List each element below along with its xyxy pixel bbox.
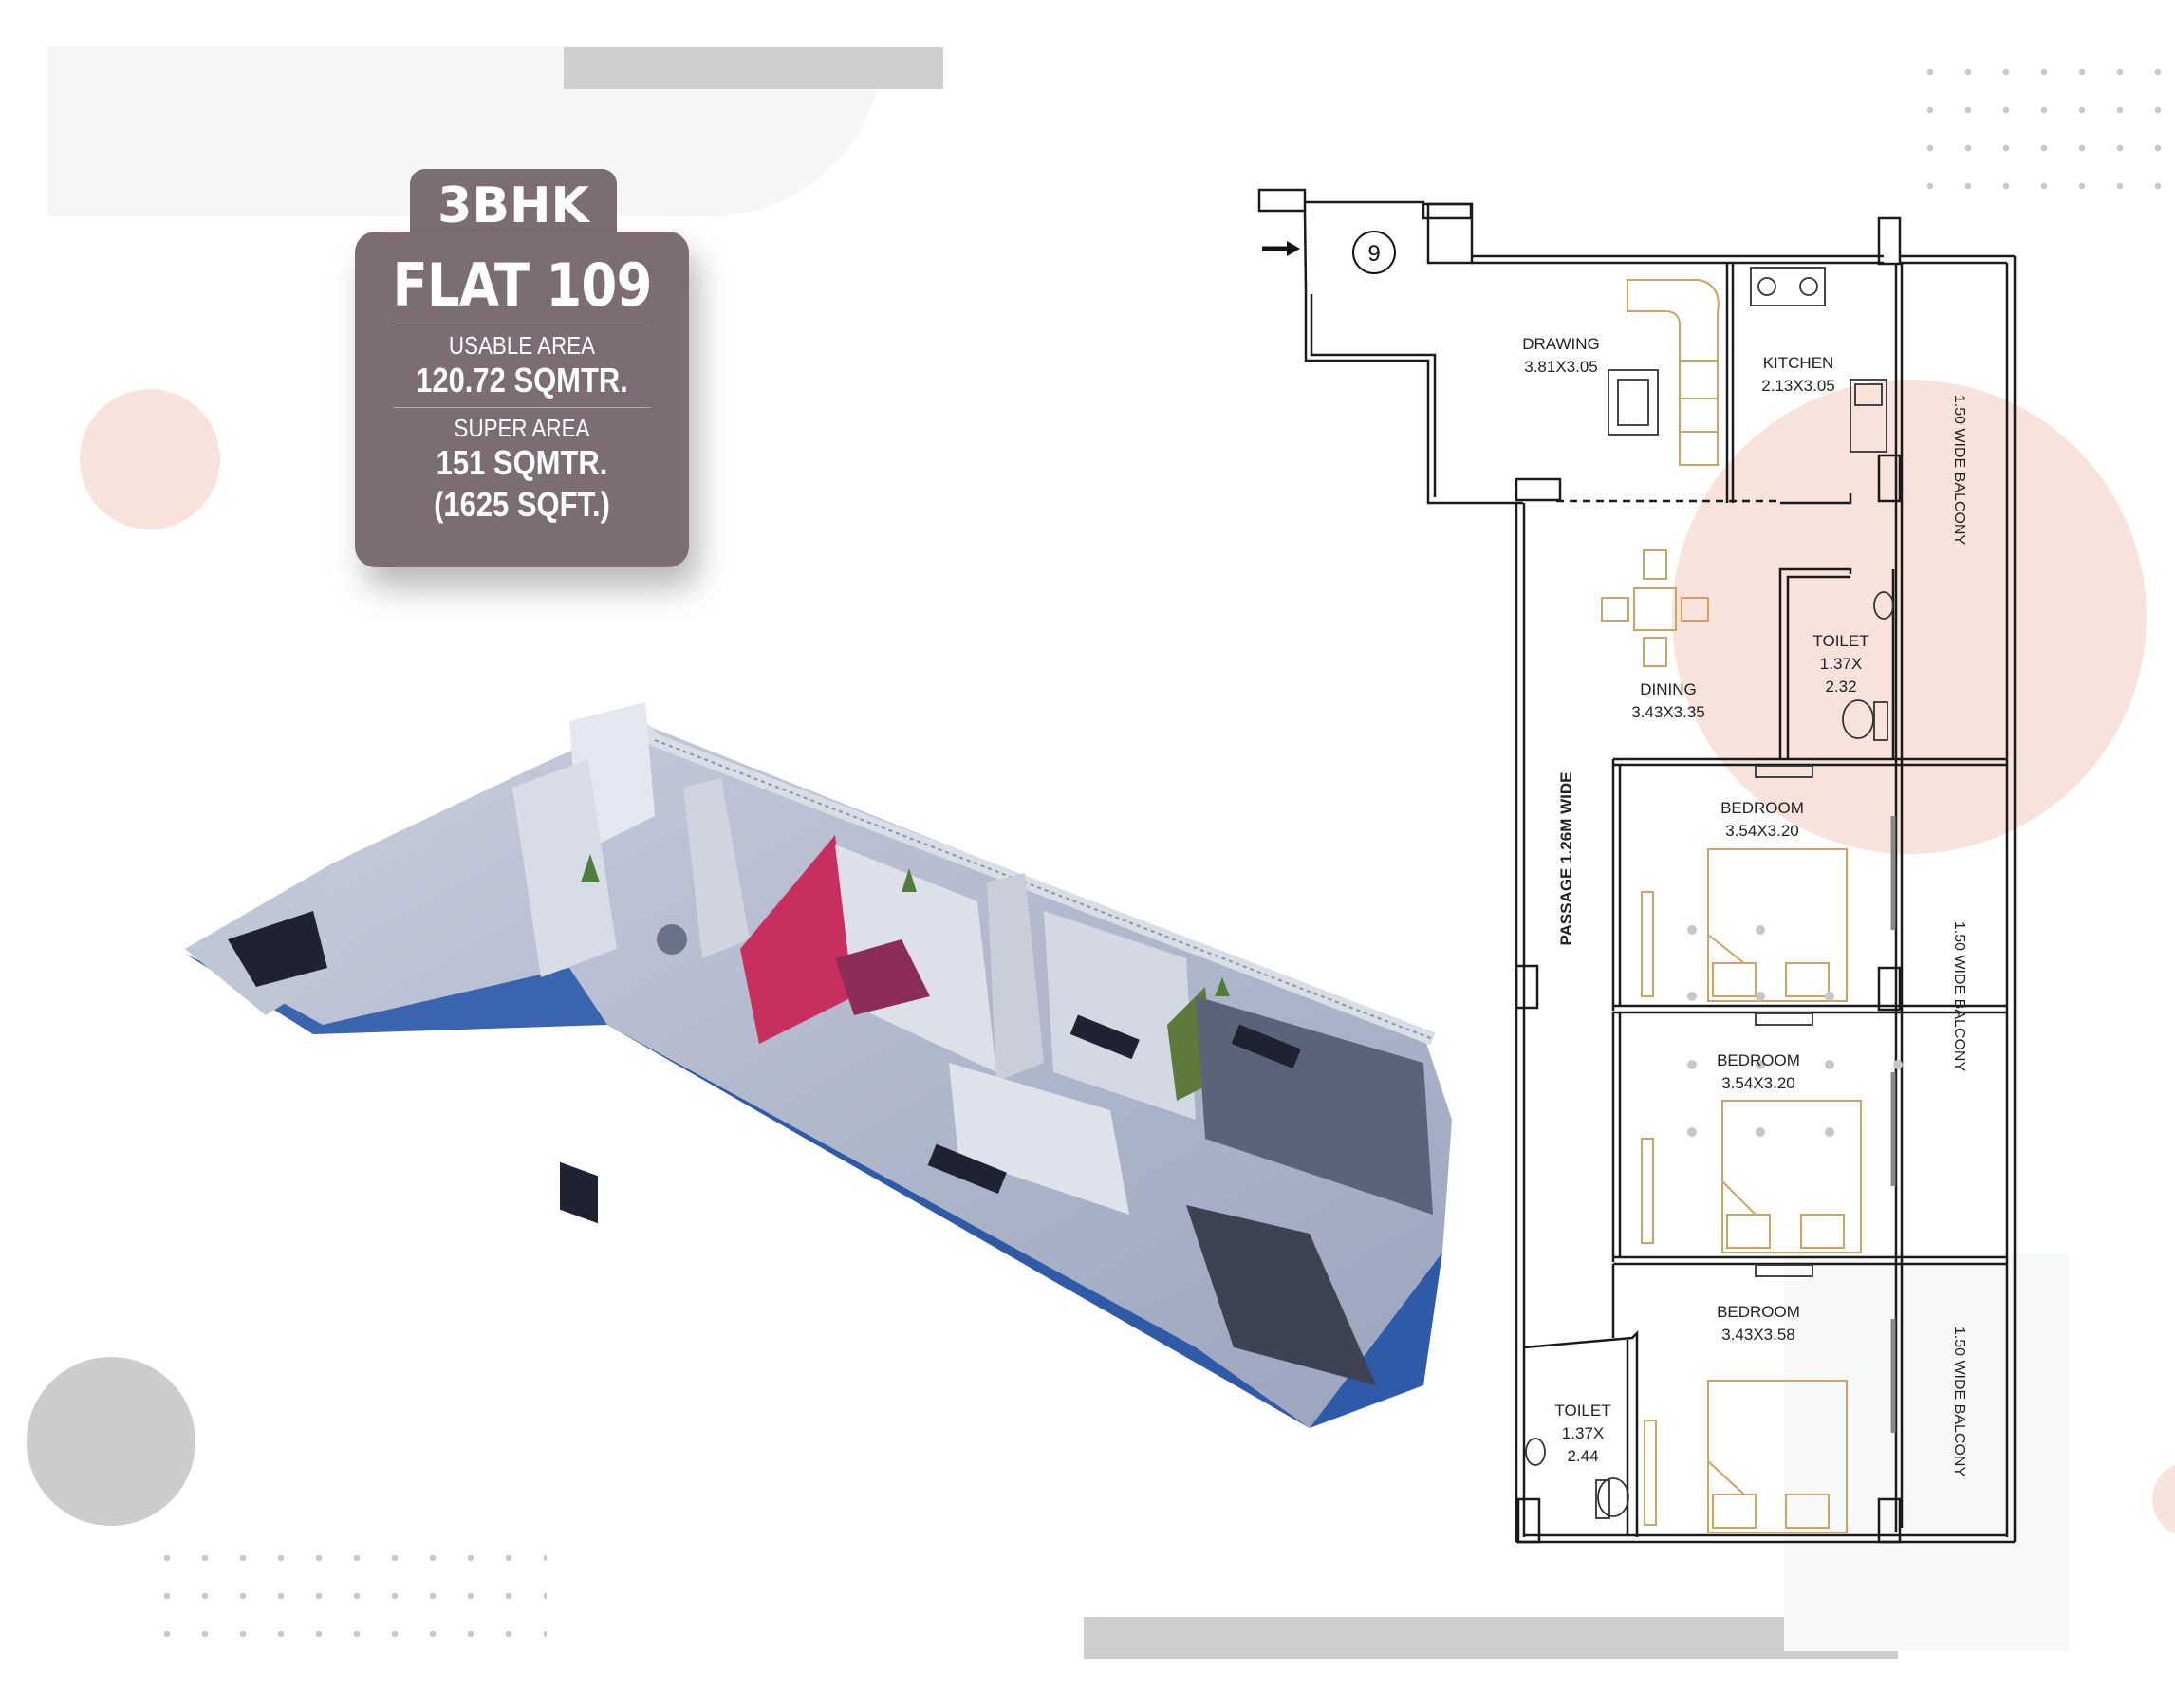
- room-name: DRAWING: [1522, 335, 1600, 353]
- super-area-sqft: (1625 SQFT.): [434, 485, 610, 524]
- peach-circle-edge: [2152, 1461, 2175, 1537]
- model-plant: [1215, 977, 1230, 996]
- peach-circle-left: [80, 389, 220, 529]
- model-floor: [185, 721, 1452, 1428]
- room-size: 3.43X3.58: [1721, 1326, 1795, 1344]
- divider: [393, 407, 651, 408]
- room-size: 3.81X3.05: [1524, 358, 1598, 376]
- room-size: 3.54X3.20: [1721, 1074, 1795, 1092]
- model-railing-line: [654, 739, 1434, 1040]
- room-size: 2.32: [1825, 678, 1856, 696]
- room-size: 2.13X3.05: [1761, 377, 1835, 395]
- room-name: BEDROOM: [1717, 1303, 1800, 1321]
- model-table: [657, 924, 687, 955]
- plan-fixtures: [1525, 267, 1894, 1519]
- room-size: 1.37X: [1820, 655, 1862, 673]
- balcony-label: 1.50 WIDE BALCONY: [1951, 921, 1967, 1072]
- entry-number: 9: [1367, 241, 1380, 267]
- room-name: BEDROOM: [1717, 1051, 1800, 1069]
- super-area-label: SUPER AREA: [454, 414, 590, 442]
- 3d-floor-model: [185, 702, 1452, 1428]
- plan-furniture: [1601, 279, 1862, 1533]
- room-name: TOILET: [1812, 632, 1868, 650]
- model-room-dark: [1186, 1205, 1376, 1385]
- model-room: [1044, 911, 1196, 1120]
- entry-number-circle: [1352, 231, 1396, 274]
- room-labels: DRAWING 3.81X3.05 KITCHEN 2.13X3.05 DINI…: [1522, 335, 1868, 1465]
- light-panel-bottom-right: [1784, 1253, 2069, 1651]
- room-name: KITCHEN: [1763, 354, 1834, 372]
- model-wall: [512, 759, 617, 977]
- model-windows: [560, 1014, 1301, 1224]
- model-bedroom-room: [835, 845, 996, 1072]
- dot-grid-bottom-left: [148, 1539, 547, 1653]
- room-size: 2.44: [1567, 1447, 1598, 1465]
- unit-type-tab: 3BHK: [410, 169, 617, 243]
- model-entrance-dark: [228, 911, 327, 987]
- bottom-gray-bar: [1084, 1617, 1898, 1659]
- entry-arrow-icon: [1262, 241, 1300, 256]
- plan-ceiling-points: [1687, 925, 1903, 1137]
- usable-area-label: USABLE AREA: [448, 331, 596, 360]
- room-size: 1.37X: [1562, 1424, 1604, 1442]
- balcony-label: 1.50 WIDE BALCONY: [1951, 395, 1967, 546]
- model-bedroom-wall: [740, 835, 854, 1044]
- room-size: 3.43X3.35: [1631, 703, 1705, 721]
- model-base-wall-left: [185, 954, 607, 1034]
- plan-walls: [1257, 188, 2017, 1544]
- balcony-label: 1.50 WIDE BALCONY: [1951, 1327, 1967, 1477]
- model-wall: [683, 778, 750, 958]
- floor-plan: 9: [1257, 188, 2017, 1544]
- room-size: 3.54X3.20: [1725, 822, 1799, 840]
- model-room: [949, 1063, 1129, 1215]
- model-plant: [902, 868, 917, 892]
- room-name: DINING: [1640, 680, 1697, 698]
- room-name: TOILET: [1554, 1402, 1610, 1420]
- flat-info-card: FLAT 109 USABLE AREA 120.72 SQMTR. SUPER…: [355, 232, 689, 567]
- peach-circle-plan: [1672, 380, 2147, 854]
- top-gray-bar: [564, 47, 943, 89]
- model-wall: [987, 873, 1044, 1082]
- passage-label: PASSAGE 1.26M WIDE: [1557, 772, 1575, 946]
- flat-number: FLAT 109: [392, 251, 652, 320]
- room-name: BEDROOM: [1720, 799, 1804, 817]
- super-area-value: 151 SQMTR.: [436, 443, 608, 482]
- model-plant: [581, 854, 600, 882]
- gray-circle-left: [27, 1357, 195, 1526]
- usable-area-value: 120.72 SQMTR.: [416, 361, 628, 399]
- balcony-labels: 1.50 WIDE BALCONY 1.50 WIDE BALCONY 1.50…: [1951, 395, 1967, 1477]
- model-bed: [835, 939, 930, 1015]
- dot-grid-top-right: [1911, 53, 2175, 205]
